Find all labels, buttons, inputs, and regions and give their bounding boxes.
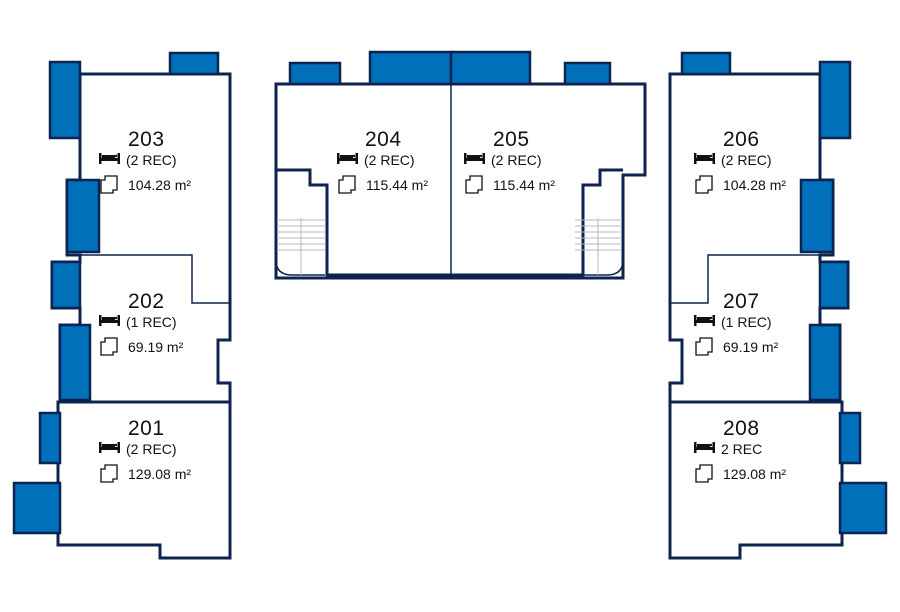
staircase-right bbox=[575, 218, 624, 276]
unit-bedrooms: (2 REC) bbox=[364, 152, 415, 168]
unit-bedrooms: (1 REC) bbox=[721, 314, 772, 330]
left-building bbox=[12, 51, 232, 560]
unit-area: 115.44 m² bbox=[366, 177, 428, 193]
unit-201[interactable]: 201 (2 REC) 129.08 m² bbox=[99, 417, 191, 483]
unit-number: 208 bbox=[723, 417, 760, 440]
middle-building bbox=[274, 50, 647, 280]
unit-area: 104.28 m² bbox=[128, 177, 191, 193]
unit-area: 69.19 m² bbox=[723, 339, 779, 355]
unit-number: 205 bbox=[493, 128, 530, 151]
unit-area: 129.08 m² bbox=[723, 466, 786, 482]
unit-208[interactable]: 208 2 REC 129.08 m² bbox=[694, 417, 786, 483]
unit-bedrooms: (2 REC) bbox=[126, 152, 177, 168]
unit-number: 207 bbox=[723, 290, 760, 313]
staircase-left bbox=[275, 218, 325, 276]
unit-bedrooms: (2 REC) bbox=[721, 152, 772, 168]
unit-205[interactable]: 205 (2 REC) 115.44 m² bbox=[464, 128, 555, 194]
unit-bedrooms: 2 REC bbox=[721, 441, 762, 457]
unit-203[interactable]: 203 (2 REC) 104.28 m² bbox=[99, 128, 191, 194]
unit-207[interactable]: 207 (1 REC) 69.19 m² bbox=[694, 290, 779, 356]
unit-bedrooms: (1 REC) bbox=[126, 314, 177, 330]
unit-area: 129.08 m² bbox=[128, 466, 191, 482]
unit-number: 204 bbox=[365, 128, 402, 151]
unit-area: 115.44 m² bbox=[493, 177, 555, 193]
unit-202[interactable]: 202 (1 REC) 69.19 m² bbox=[99, 290, 184, 356]
unit-bedrooms: (2 REC) bbox=[126, 441, 177, 457]
unit-number: 201 bbox=[128, 417, 165, 440]
unit-area: 69.19 m² bbox=[128, 339, 184, 355]
unit-number: 206 bbox=[723, 128, 760, 151]
unit-area: 104.28 m² bbox=[723, 177, 786, 193]
unit-206[interactable]: 206 (2 REC) 104.28 m² bbox=[694, 128, 786, 194]
unit-number: 203 bbox=[128, 128, 165, 151]
unit-204[interactable]: 204 (2 REC) 115.44 m² bbox=[337, 128, 428, 194]
unit-number: 202 bbox=[128, 290, 165, 313]
unit-bedrooms: (2 REC) bbox=[491, 152, 542, 168]
